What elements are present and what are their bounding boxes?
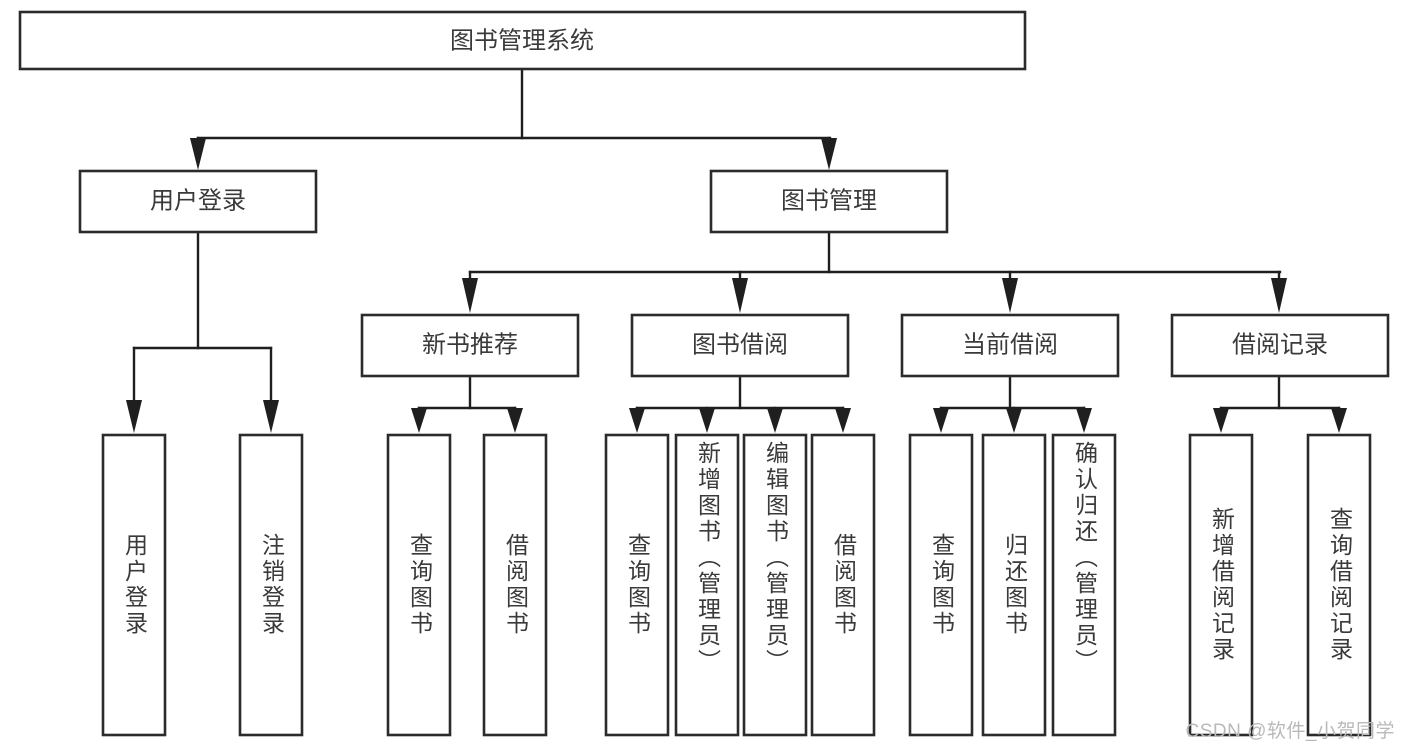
- node-leaf-query-borrow-record-box[interactable]: [1306, 433, 1372, 737]
- arrow-to-current-borrow: [1002, 278, 1018, 313]
- node-book-manage[interactable]: 图书管理: [709, 169, 949, 234]
- node-new-book-recommend-box[interactable]: [360, 313, 580, 378]
- node-user-login[interactable]: 用户登录: [78, 169, 318, 234]
- node-current-borrow-box[interactable]: [900, 313, 1120, 378]
- node-root[interactable]: 图书管理系统: [18, 10, 1027, 71]
- node-root-box[interactable]: [18, 10, 1027, 71]
- arrow-to-leaf-logout-login: [263, 400, 279, 433]
- node-borrow-record-box[interactable]: [1170, 313, 1390, 378]
- node-leaf-query-book-3-box[interactable]: [908, 433, 974, 737]
- arrow-to-leaf-borrow-book-1: [507, 408, 523, 433]
- node-borrow-record[interactable]: 借阅记录: [1170, 313, 1390, 378]
- arrow-to-leaf-query-book-2: [629, 408, 645, 433]
- arrow-to-leaf-edit-book-admin: [767, 408, 783, 433]
- node-borrow-record-label: 借阅记录: [1232, 331, 1328, 358]
- node-leaf-borrow-book-2-box[interactable]: [810, 433, 876, 737]
- node-new-book-recommend-label: 新书推荐: [422, 331, 518, 358]
- arrow-to-user-login: [190, 138, 206, 170]
- watermark-text: CSDN @软件_小贺同学: [1185, 721, 1395, 742]
- node-leaf-query-book-1-box[interactable]: [386, 433, 452, 737]
- node-leaf-add-borrow-record-box[interactable]: [1188, 433, 1254, 737]
- node-leaf-logout-login-box[interactable]: [238, 433, 304, 737]
- arrow-to-leaf-add-borrow-record: [1213, 408, 1229, 433]
- node-current-borrow-label: 当前借阅: [962, 331, 1058, 358]
- node-book-borrow-label: 图书借阅: [692, 331, 788, 358]
- arrow-to-leaf-add-book-admin: [699, 408, 715, 433]
- node-book-borrow[interactable]: 图书借阅: [630, 313, 850, 378]
- node-current-borrow[interactable]: 当前借阅: [900, 313, 1120, 378]
- node-leaf-confirm-return-admin-box[interactable]: [1051, 433, 1117, 737]
- arrow-to-leaf-confirm-return-admin: [1076, 408, 1092, 433]
- node-book-borrow-box[interactable]: [630, 313, 850, 378]
- node-root-label: 图书管理系统: [450, 27, 594, 54]
- arrow-to-leaf-return-book: [1006, 408, 1022, 433]
- arrow-to-leaf-query-book-3: [933, 408, 949, 433]
- node-new-book-recommend[interactable]: 新书推荐: [360, 313, 580, 378]
- arrow-to-borrow-record: [1271, 278, 1287, 313]
- connector-layer: [126, 67, 1347, 433]
- arrow-to-new-book-recommend: [462, 278, 478, 313]
- arrow-to-book-manage: [821, 138, 837, 170]
- node-user-login-label: 用户登录: [150, 187, 246, 214]
- node-leaf-add-book-admin-box[interactable]: [674, 433, 740, 737]
- node-book-manage-box[interactable]: [709, 169, 949, 234]
- arrow-to-leaf-borrow-book-2: [835, 408, 851, 433]
- arrow-to-leaf-user-login: [126, 400, 142, 433]
- node-leaf-borrow-book-1-box[interactable]: [482, 433, 548, 737]
- node-book-manage-label: 图书管理: [781, 187, 877, 214]
- arrow-to-book-borrow: [732, 278, 748, 313]
- node-leaf-query-book-2-box[interactable]: [604, 433, 670, 737]
- node-leaf-return-book-box[interactable]: [981, 433, 1047, 737]
- node-user-login-box[interactable]: [78, 169, 318, 234]
- arrow-to-leaf-query-book-1: [411, 408, 427, 433]
- arrow-to-leaf-query-borrow-record: [1331, 408, 1347, 433]
- node-leaf-user-login-box[interactable]: [101, 433, 167, 737]
- node-leaf-edit-book-admin-box[interactable]: [742, 433, 808, 737]
